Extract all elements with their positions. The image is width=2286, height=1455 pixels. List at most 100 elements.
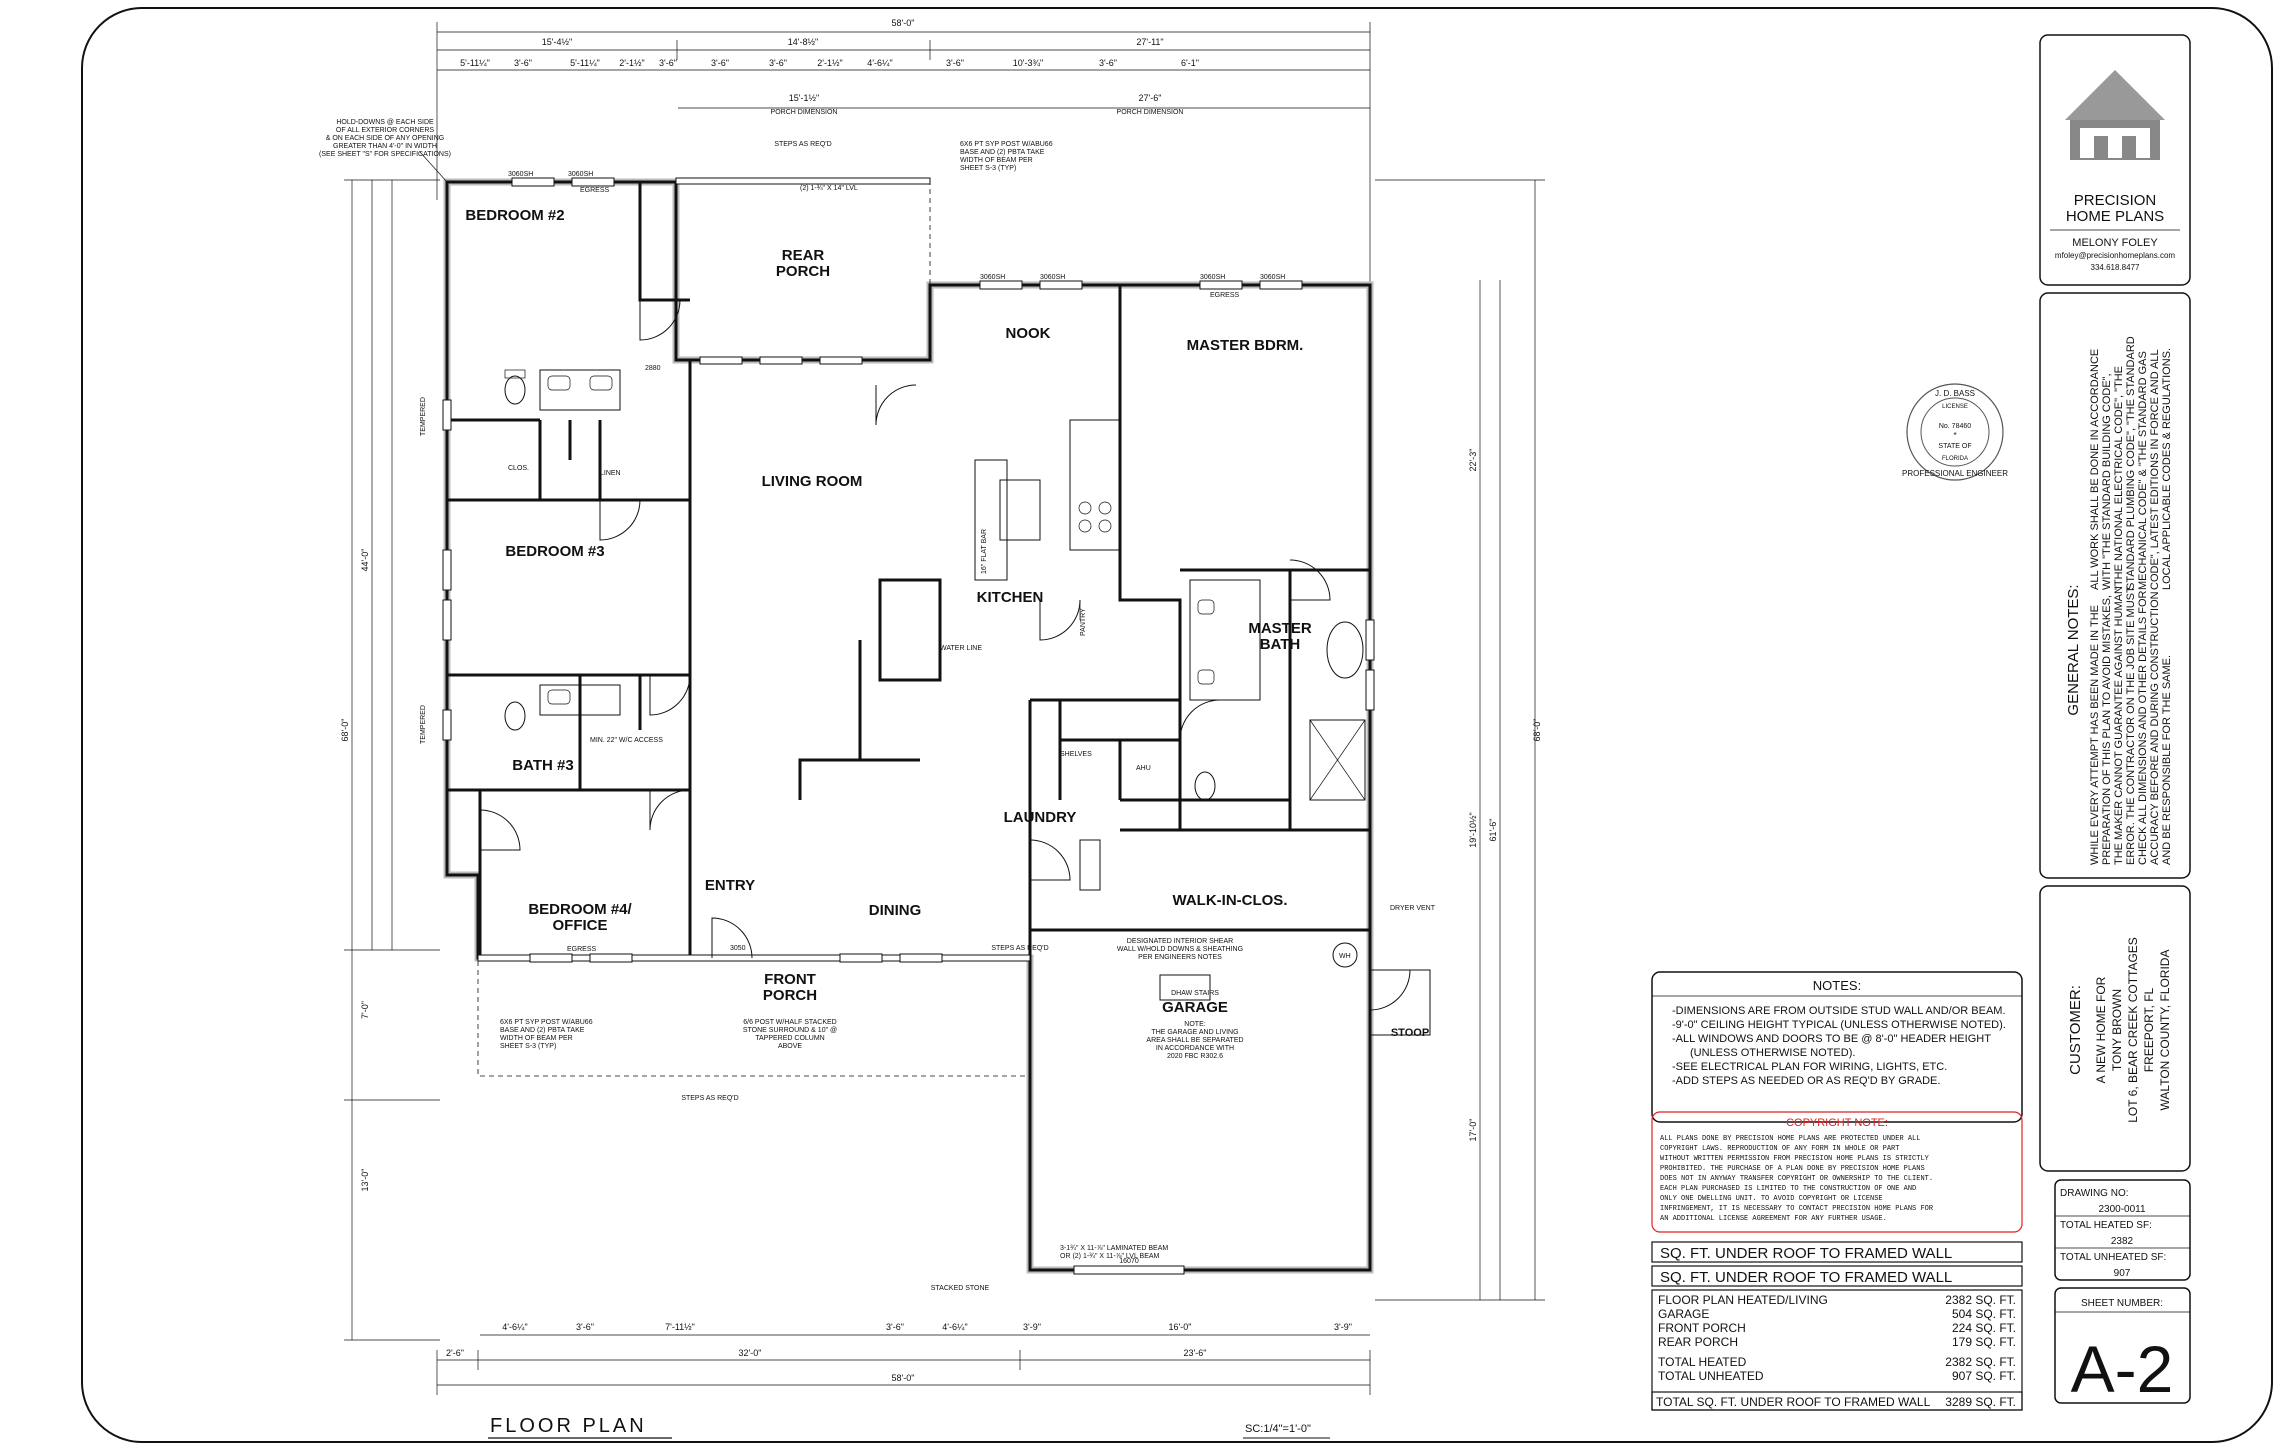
hold-down-note-1: OF ALL EXTERIOR CORNERS <box>336 127 434 134</box>
general-notes-line-4: CHECK ALL DIMENSIONS AND OTHER DETAILS F… <box>2137 591 2149 865</box>
egress-label-1: EGRESS <box>580 187 610 194</box>
attic-access-label: MIN. 22" W/C ACCESS <box>590 737 663 744</box>
copyright-line-4: DOES NOT IN ANYWAY TRANSFER COPYRIGHT OR… <box>1660 1175 1933 1183</box>
tempered-label-2: TEMPERED <box>420 705 427 744</box>
sqft-row-value-2: 224 SQ. FT. <box>1952 1321 2016 1335</box>
door-tag-1: 2880 <box>645 365 661 372</box>
steps-front: STEPS AS REQ'D <box>681 1095 738 1102</box>
dim-bottom-row-2: 7'-11½" <box>665 1322 695 1332</box>
water-line-label: WATER LINE <box>940 645 982 652</box>
room-walkin: WALK-IN-CLOS. <box>1173 892 1288 909</box>
copyright-line-7: INFRINGEMENT, IT IS NECESSARY TO CONTACT… <box>1660 1205 1934 1213</box>
plan-notes: HOLD-DOWNS @ EACH SIDE OF ALL EXTERIOR C… <box>319 119 1436 1292</box>
garage-door-label: 16070 <box>1119 1258 1139 1265</box>
porch-dimension-label-2: PORCH DIMENSION <box>1117 109 1184 116</box>
linen-label: LINEN <box>600 470 621 477</box>
dim-top-row-4: 3'-6" <box>659 58 677 68</box>
sqft-row-value-3: 179 SQ. FT. <box>1952 1335 2016 1349</box>
dim-top-b: 14'-8½" <box>788 37 818 47</box>
room-bedroom4-2: OFFICE <box>553 917 608 934</box>
hold-down-note-0: HOLD-DOWNS @ EACH SIDE <box>336 119 434 126</box>
egress-label-2: EGRESS <box>567 946 597 953</box>
dim-right-22: 22'-3" <box>1468 449 1478 472</box>
total-unheated-value: 907 <box>2114 1268 2131 1279</box>
window-tag-4: 3060SH <box>1040 274 1065 281</box>
fixtures <box>504 369 1366 1001</box>
room-laundry: LAUNDRY <box>1004 809 1077 826</box>
room-garage: GARAGE <box>1162 999 1228 1016</box>
room-labels: BEDROOM #2 REAR PORCH NOOK MASTER BDRM. … <box>465 207 1429 1039</box>
dim-left-7: 7'-0" <box>360 1001 370 1019</box>
clos-label: CLOS. <box>508 465 529 472</box>
post-note-1: BASE AND (2) PBTA TAKE <box>960 149 1045 156</box>
steps-garage: STEPS AS REQ'D <box>991 945 1048 952</box>
egress-label-3: EGRESS <box>1210 292 1240 299</box>
general-notes-line-0: WHILE EVERY ATTEMPT HAS BEEN MADE IN THE <box>2089 605 2101 865</box>
total-unheated-label: TOTAL UNHEATED SF: <box>2060 1252 2166 1263</box>
room-living: LIVING ROOM <box>762 473 863 490</box>
customer-line-2: LOT 6, BEAR CREEK COTTAGES <box>2126 937 2140 1123</box>
ahu-label: AHU <box>1136 765 1151 772</box>
stone-note-1: STONE SURROUND & 10" @ <box>743 1027 837 1034</box>
room-master-bath-2: BATH <box>1260 636 1301 653</box>
notes-line-2: -ALL WINDOWS AND DOORS TO BE @ 8'-0" HEA… <box>1672 1033 1991 1045</box>
window-tag-2: 3060SH <box>568 171 593 178</box>
copyright-line-6: ONLY ONE DWELLING UNIT. TO AVOID COPYRIG… <box>1660 1195 1883 1203</box>
post-note2-1: BASE AND (2) PBTA TAKE <box>500 1027 585 1034</box>
room-rear-porch-1: REAR <box>782 247 825 264</box>
notes-lines: -DIMENSIONS ARE FROM OUTSIDE STUD WALL A… <box>1672 1005 2006 1087</box>
copyright-box <box>1651 1111 2023 1233</box>
notes-line-0: -DIMENSIONS ARE FROM OUTSIDE STUD WALL A… <box>1672 1005 2006 1017</box>
total-heated-value: 2382 <box>2111 1236 2134 1247</box>
shear-note-1: WALL W/HOLD DOWNS & SHEATHING <box>1117 946 1243 953</box>
customer-line-3: FREEPORT, FL <box>2142 987 2156 1072</box>
copyright-line-8: AN ADDITIONAL LICENSE AGREEMENT FOR ANY … <box>1660 1215 1887 1223</box>
dim-bottom-row-5: 3'-9" <box>1023 1322 1041 1332</box>
customer-title: CUSTOMER: <box>2067 985 2084 1075</box>
notes-line-1: -9'-0" CEILING HEIGHT TYPICAL (UNLESS OT… <box>1672 1019 2006 1031</box>
drawing-no-label: DRAWING NO: <box>2060 1188 2129 1199</box>
left-dimensions: 68'-0" 44'-0" 13'-0" 7'-0" <box>340 179 440 1341</box>
dim-right-total: 68'-0" <box>1532 719 1542 742</box>
dim-bottom-r2-1: 32'-0" <box>739 1348 762 1358</box>
post-note2-3: SHEET S-3 (TYP) <box>500 1043 556 1050</box>
room-rear-porch-2: PORCH <box>776 263 830 280</box>
dim-top-row-2: 5'-11¼" <box>570 58 600 68</box>
hold-down-note-3: GREATER THAN 4'-0" IN WIDTH <box>333 143 437 150</box>
pull-stairs-label: DHAW STAIRS <box>1171 990 1219 997</box>
dim-right-61: 61'-6" <box>1488 819 1498 842</box>
copyright-lines: ALL PLANS DONE BY PRECISION HOME PLANS A… <box>1660 1135 1934 1223</box>
room-bath3: BATH #3 <box>512 757 573 774</box>
drawing-no-value: 2300-0011 <box>2098 1204 2146 1215</box>
sqft-row-label-2: FRONT PORCH <box>1658 1321 1746 1335</box>
shear-note-2: PER ENGINEERS NOTES <box>1138 954 1222 961</box>
general-notes-line-10: STANDARD PLUMBING CODE", "THE STANDARD <box>2125 336 2137 590</box>
pantry-label: PANTRY <box>1080 608 1087 636</box>
room-master-bdrm: MASTER BDRM. <box>1187 337 1304 354</box>
notes-line-4: -SEE ELECTRICAL PLAN FOR WIRING, LIGHTS,… <box>1672 1061 1947 1073</box>
sheet-border <box>81 7 2273 1443</box>
seal-name: J. D. BASS <box>1935 389 1975 398</box>
general-notes-line-9: "THE NATIONAL ELECTRICAL CODE", "THE <box>2113 366 2125 590</box>
bottom-dimensions: 4'-6¼"3'-6"7'-11½"3'-6"4'-6¼"3'-9"16'-0"… <box>436 1322 1371 1395</box>
post-note-0: 6X6 PT SYP POST W/ABU66 <box>960 141 1053 148</box>
room-entry: ENTRY <box>705 877 755 894</box>
stone-note-2: TAPPERED COLUMN <box>755 1035 825 1042</box>
bottom-dimension-row: 4'-6¼"3'-6"7'-11½"3'-6"4'-6¼"3'-9"16'-0"… <box>502 1322 1352 1332</box>
dim-top-row-9: 3'-6" <box>946 58 964 68</box>
post-note2-2: WIDTH OF BEAM PER <box>500 1035 573 1042</box>
shear-note-0: DESIGNATED INTERIOR SHEAR <box>1127 938 1233 945</box>
seal-number: No. 78460 <box>1939 423 1971 430</box>
dim-left-44: 44'-0" <box>360 549 370 572</box>
dim-top-row-12: 6'-1" <box>1181 58 1199 68</box>
dim-porch-1: 15'-1½" <box>789 93 819 103</box>
dim-top-row-3: 2'-1½" <box>619 58 644 68</box>
general-notes-line-12: CODE", LATEST EDITIONS IN FORCE AND ALL <box>2149 349 2161 590</box>
general-notes-line-3: ERROR. THE CONTRACTOR ON THE JOB SITE MU… <box>2125 586 2137 865</box>
sqft-row-label-1: GARAGE <box>1658 1307 1709 1321</box>
sqft-row-label-5: TOTAL UNHEATED <box>1658 1369 1764 1383</box>
window-tag-1: 3060SH <box>508 171 533 178</box>
dim-top-row-5: 3'-6" <box>711 58 729 68</box>
